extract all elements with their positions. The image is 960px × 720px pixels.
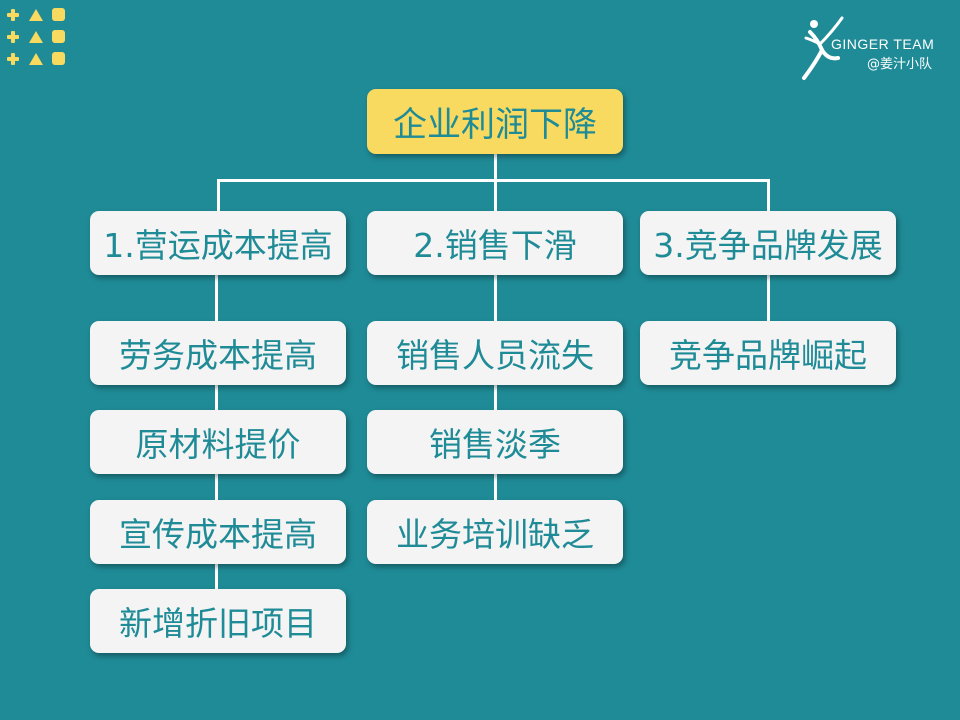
branch-drop-2 xyxy=(494,179,497,211)
leaf-node: 业务培训缺乏 xyxy=(367,500,623,564)
square-icon xyxy=(52,52,65,65)
branch-spine-3 xyxy=(767,275,770,321)
branch-drop-1 xyxy=(217,179,220,211)
triangle-icon xyxy=(29,53,43,65)
logo-handle: @姜汁小队 xyxy=(867,57,933,72)
root-stem xyxy=(494,153,497,181)
square-icon xyxy=(52,30,65,43)
plus-icon xyxy=(7,53,19,65)
ginger-figure-icon xyxy=(802,16,844,80)
branch-node-operating-cost: 1.营运成本提高 xyxy=(90,211,346,275)
leaf-node: 宣传成本提高 xyxy=(90,500,346,564)
branch-bar xyxy=(217,179,770,182)
square-icon xyxy=(52,8,65,21)
root-node: 企业利润下降 xyxy=(367,89,623,154)
branch-drop-3 xyxy=(767,179,770,211)
triangle-icon xyxy=(29,9,43,21)
logo-name: GINGER TEAM xyxy=(831,36,935,52)
leaf-node: 竞争品牌崛起 xyxy=(640,321,896,385)
plus-icon xyxy=(7,9,19,21)
leaf-node: 原材料提价 xyxy=(90,410,346,474)
branch-node-competitor-growth: 3.竞争品牌发展 xyxy=(640,211,896,275)
leaf-node: 销售淡季 xyxy=(367,410,623,474)
leaf-node: 新增折旧项目 xyxy=(90,589,346,653)
plus-icon xyxy=(7,31,19,43)
triangle-icon xyxy=(29,31,43,43)
branch-spine-2 xyxy=(494,275,497,501)
leaf-node: 劳务成本提高 xyxy=(90,321,346,385)
leaf-node: 销售人员流失 xyxy=(367,321,623,385)
branch-node-sales-decline: 2.销售下滑 xyxy=(367,211,623,275)
